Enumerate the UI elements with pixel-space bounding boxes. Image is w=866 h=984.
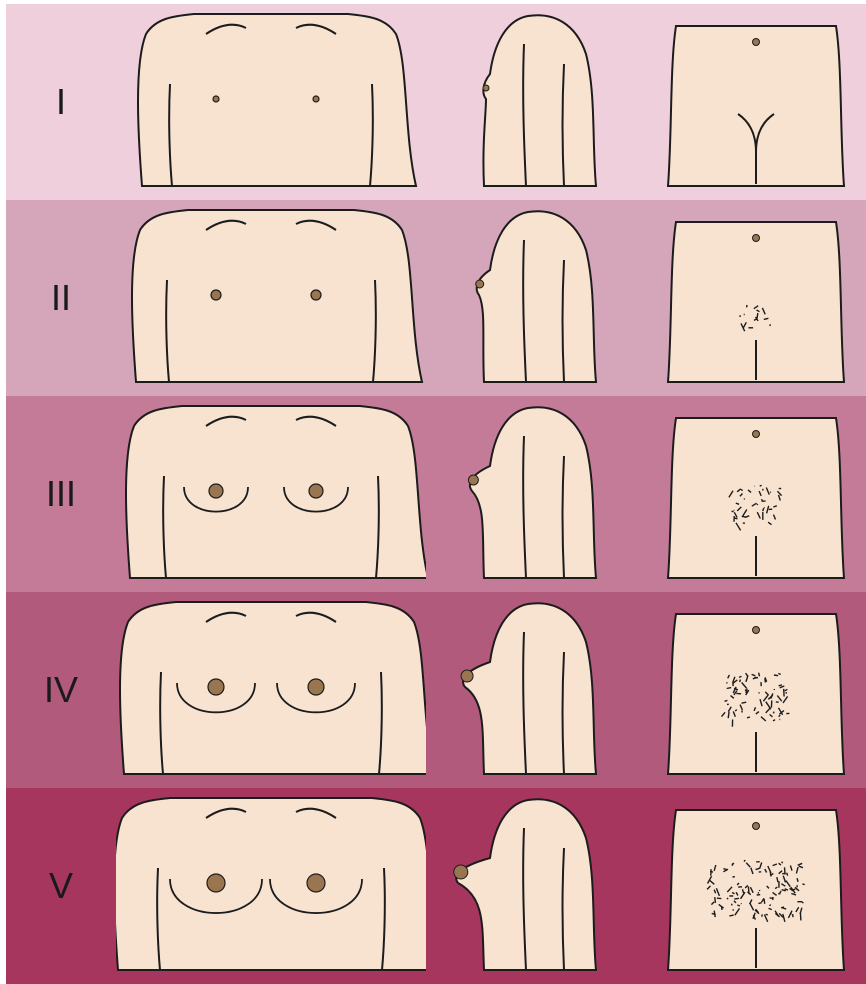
nipple bbox=[209, 484, 223, 498]
stage-row-2: II bbox=[6, 200, 866, 396]
hair-stroke bbox=[779, 685, 782, 686]
hair-stroke bbox=[727, 688, 732, 689]
nipple bbox=[211, 290, 221, 300]
stage-row-5: V bbox=[6, 788, 866, 984]
torso-side-shape bbox=[463, 603, 596, 774]
hair-stroke bbox=[715, 897, 716, 903]
hair-stroke bbox=[747, 717, 750, 718]
hair-stroke bbox=[782, 873, 785, 874]
nipple bbox=[309, 484, 323, 498]
nipple bbox=[207, 874, 225, 892]
nipple bbox=[313, 96, 319, 102]
front-torso-figure bbox=[116, 4, 426, 200]
hair-stroke bbox=[766, 914, 768, 915]
front-torso-figure bbox=[116, 788, 426, 984]
side-torso-figure bbox=[446, 396, 616, 592]
front-torso-figure bbox=[116, 396, 426, 592]
hair-stroke bbox=[748, 886, 749, 894]
hair-stroke bbox=[741, 489, 742, 491]
torso-front-shape bbox=[132, 210, 422, 382]
navel bbox=[753, 235, 760, 242]
stage-label: III bbox=[6, 396, 116, 592]
pubic-region-figure bbox=[646, 592, 866, 788]
hair-stroke bbox=[802, 884, 804, 885]
hair-stroke bbox=[763, 508, 764, 511]
hair-stroke bbox=[744, 860, 745, 862]
nipple bbox=[483, 85, 489, 91]
hair-stroke bbox=[762, 499, 763, 501]
navel bbox=[753, 39, 760, 46]
hair-stroke bbox=[728, 712, 729, 718]
stage-label: II bbox=[6, 200, 116, 396]
hair-stroke bbox=[760, 485, 762, 486]
nipple bbox=[208, 679, 224, 695]
hair-stroke bbox=[732, 904, 733, 906]
nipple bbox=[213, 96, 219, 102]
nipple bbox=[476, 280, 484, 288]
hair-stroke bbox=[773, 712, 774, 714]
hair-stroke bbox=[758, 903, 761, 904]
stage-row-1: I bbox=[6, 4, 866, 200]
hair-stroke bbox=[729, 915, 733, 916]
side-torso-figure bbox=[446, 788, 616, 984]
navel bbox=[753, 627, 760, 634]
hair-stroke bbox=[758, 892, 759, 893]
nipple bbox=[461, 670, 473, 682]
stage-label: IV bbox=[6, 592, 116, 788]
hair-stroke bbox=[797, 878, 798, 882]
nipple bbox=[454, 865, 468, 879]
nipple bbox=[307, 874, 325, 892]
hair-stroke bbox=[723, 869, 726, 870]
hair-stroke bbox=[725, 700, 728, 701]
hair-stroke bbox=[740, 680, 741, 683]
hair-stroke bbox=[737, 905, 740, 906]
torso-front-shape bbox=[138, 14, 416, 186]
stage-row-3: III bbox=[6, 396, 866, 592]
torso-side-shape bbox=[477, 211, 596, 382]
hair-stroke bbox=[757, 313, 758, 318]
front-torso-figure bbox=[116, 200, 426, 396]
pubic-region-figure bbox=[646, 788, 866, 984]
hair-stroke bbox=[802, 902, 803, 903]
pubic-region-figure bbox=[646, 4, 866, 200]
hair-stroke bbox=[742, 702, 747, 703]
torso-front-shape bbox=[126, 406, 426, 578]
navel bbox=[753, 823, 760, 830]
side-torso-figure bbox=[446, 4, 616, 200]
hair-stroke bbox=[734, 898, 739, 899]
hair-stroke bbox=[759, 673, 760, 677]
navel bbox=[753, 431, 760, 438]
hair-stroke bbox=[726, 683, 727, 684]
hair-stroke bbox=[774, 675, 778, 676]
stage-row-4: IV bbox=[6, 592, 866, 788]
hair-stroke bbox=[764, 899, 765, 904]
hair-stroke bbox=[759, 693, 760, 694]
nipple bbox=[308, 679, 324, 695]
side-torso-figure bbox=[446, 200, 616, 396]
torso-side-shape bbox=[456, 799, 596, 970]
stage-label: I bbox=[6, 4, 116, 200]
front-torso-figure bbox=[116, 592, 426, 788]
hair-stroke bbox=[714, 911, 715, 918]
nipple bbox=[468, 475, 478, 485]
hair-stroke bbox=[781, 907, 784, 908]
hair-stroke bbox=[770, 905, 771, 906]
hair-stroke bbox=[765, 678, 766, 682]
torso-side-shape bbox=[483, 15, 596, 186]
hair-stroke bbox=[757, 504, 758, 505]
side-torso-figure bbox=[446, 592, 616, 788]
pubic-region-figure bbox=[646, 200, 866, 396]
hair-stroke bbox=[727, 898, 728, 899]
hair-stroke bbox=[770, 324, 771, 326]
torso-side-shape bbox=[470, 407, 596, 578]
pubic-region-figure bbox=[646, 396, 866, 592]
hair-stroke bbox=[782, 862, 783, 864]
stage-label: V bbox=[6, 788, 116, 984]
hair-stroke bbox=[739, 676, 742, 677]
nipple bbox=[311, 290, 321, 300]
